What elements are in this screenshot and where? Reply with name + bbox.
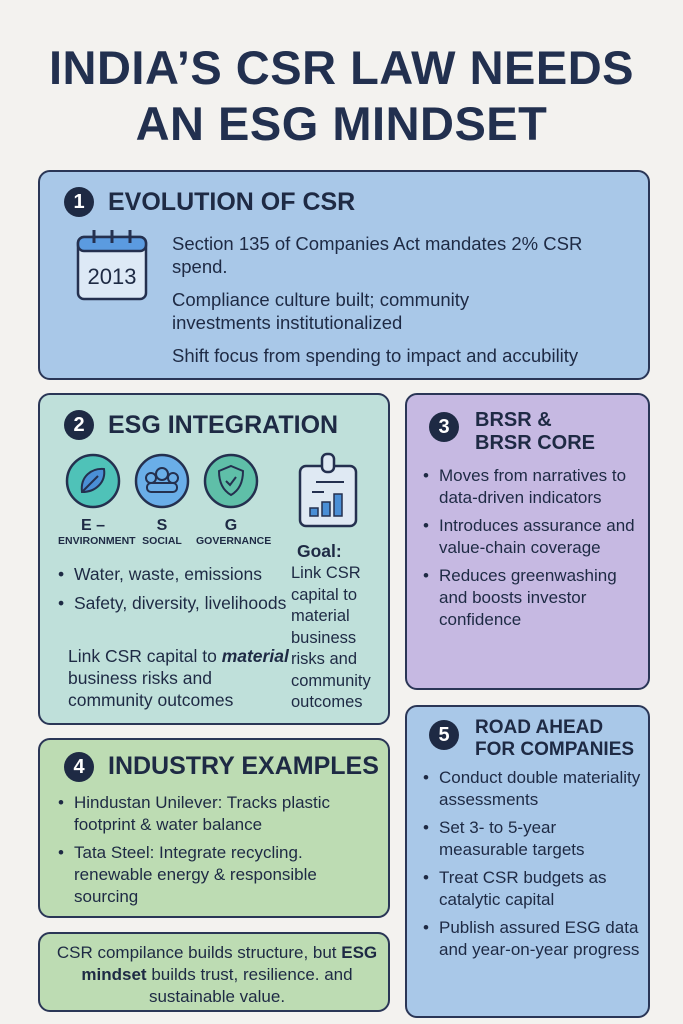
section-number: 3 xyxy=(429,412,459,442)
section-heading: EVOLUTION OF CSR xyxy=(108,188,356,216)
esg-bullets: Water, waste, emissions Safety, diversit… xyxy=(58,563,288,621)
people-icon xyxy=(134,453,190,509)
section-evolution: 1 EVOLUTION OF CSR 2013 Section 135 of C… xyxy=(38,170,650,380)
clipboard-chart-icon xyxy=(298,452,358,528)
section-heading: INDUSTRY EXAMPLES xyxy=(108,752,379,780)
section-number: 1 xyxy=(64,187,94,217)
section-heading: ESG INTEGRATION xyxy=(108,411,339,439)
section-number: 5 xyxy=(429,720,459,750)
conclusion: CSR compilance builds structure, but ESG… xyxy=(38,932,390,1012)
calendar-year: 2013 xyxy=(87,264,137,289)
section-industry-examples: 4 INDUSTRY EXAMPLES Hindustan Unilever: … xyxy=(38,738,390,918)
section-number: 2 xyxy=(64,410,94,440)
section-number: 4 xyxy=(64,752,94,782)
section-brsr: 3 BRSR &BRSR CORE Moves from narratives … xyxy=(405,393,650,690)
leaf-icon xyxy=(65,453,121,509)
shield-icon xyxy=(203,453,259,509)
section-heading: BRSR &BRSR CORE xyxy=(475,409,596,454)
calendar-icon xyxy=(76,230,148,301)
